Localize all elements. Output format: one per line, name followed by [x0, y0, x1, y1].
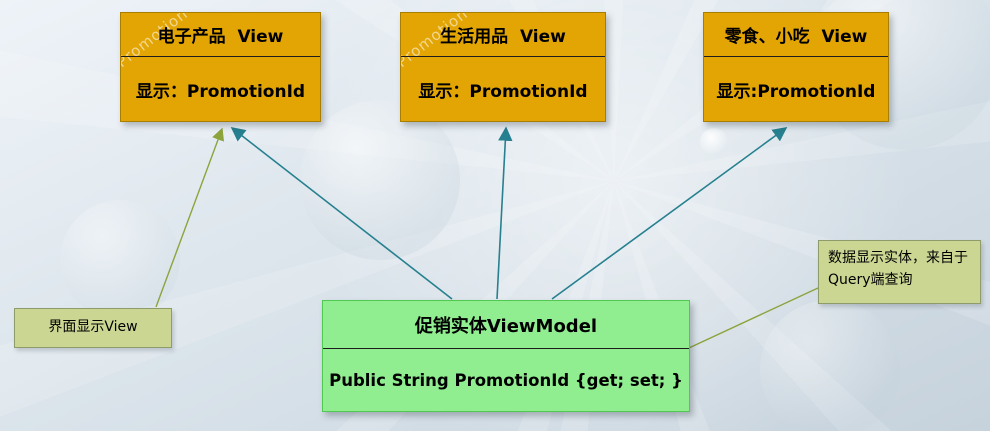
arrow-viewmodel-to-snacks	[551, 127, 788, 300]
background-bubble	[700, 128, 728, 156]
line-note-right-to-viewmodel	[675, 287, 819, 355]
line-note-left-to-view	[155, 127, 225, 308]
background-bubble	[760, 300, 900, 431]
viewmodel-body: Public String PromotionId {get; set; }	[329, 371, 683, 390]
arrow-viewmodel-to-electronics	[230, 127, 453, 300]
viewmodel-title: 促销实体ViewModel	[323, 301, 689, 349]
view-node-electronics: Promotion 电子产品 View 显示：PromotionId	[120, 12, 321, 122]
view-node-title: 生活用品 View	[401, 13, 605, 57]
viewmodel-node: 促销实体ViewModel Public String PromotionId …	[322, 300, 690, 412]
arrow-viewmodel-to-household	[496, 126, 513, 300]
view-node-body: 显示：PromotionId	[135, 82, 306, 102]
view-node-snacks: 零食、小吃 View 显示:PromotionId	[703, 12, 889, 122]
view-node-title: 零食、小吃 View	[704, 13, 888, 57]
background-bubble	[60, 200, 180, 320]
view-node-title: 电子产品 View	[121, 13, 320, 57]
view-node-body: 显示：PromotionId	[418, 82, 588, 102]
view-node-household: Promotion 生活用品 View 显示：PromotionId	[400, 12, 606, 122]
note-right: 数据显示实体，来自于Query端查询	[818, 240, 981, 304]
view-node-body: 显示:PromotionId	[716, 82, 876, 102]
background-bubble	[300, 100, 460, 260]
note-left: 界面显示View	[14, 308, 172, 348]
